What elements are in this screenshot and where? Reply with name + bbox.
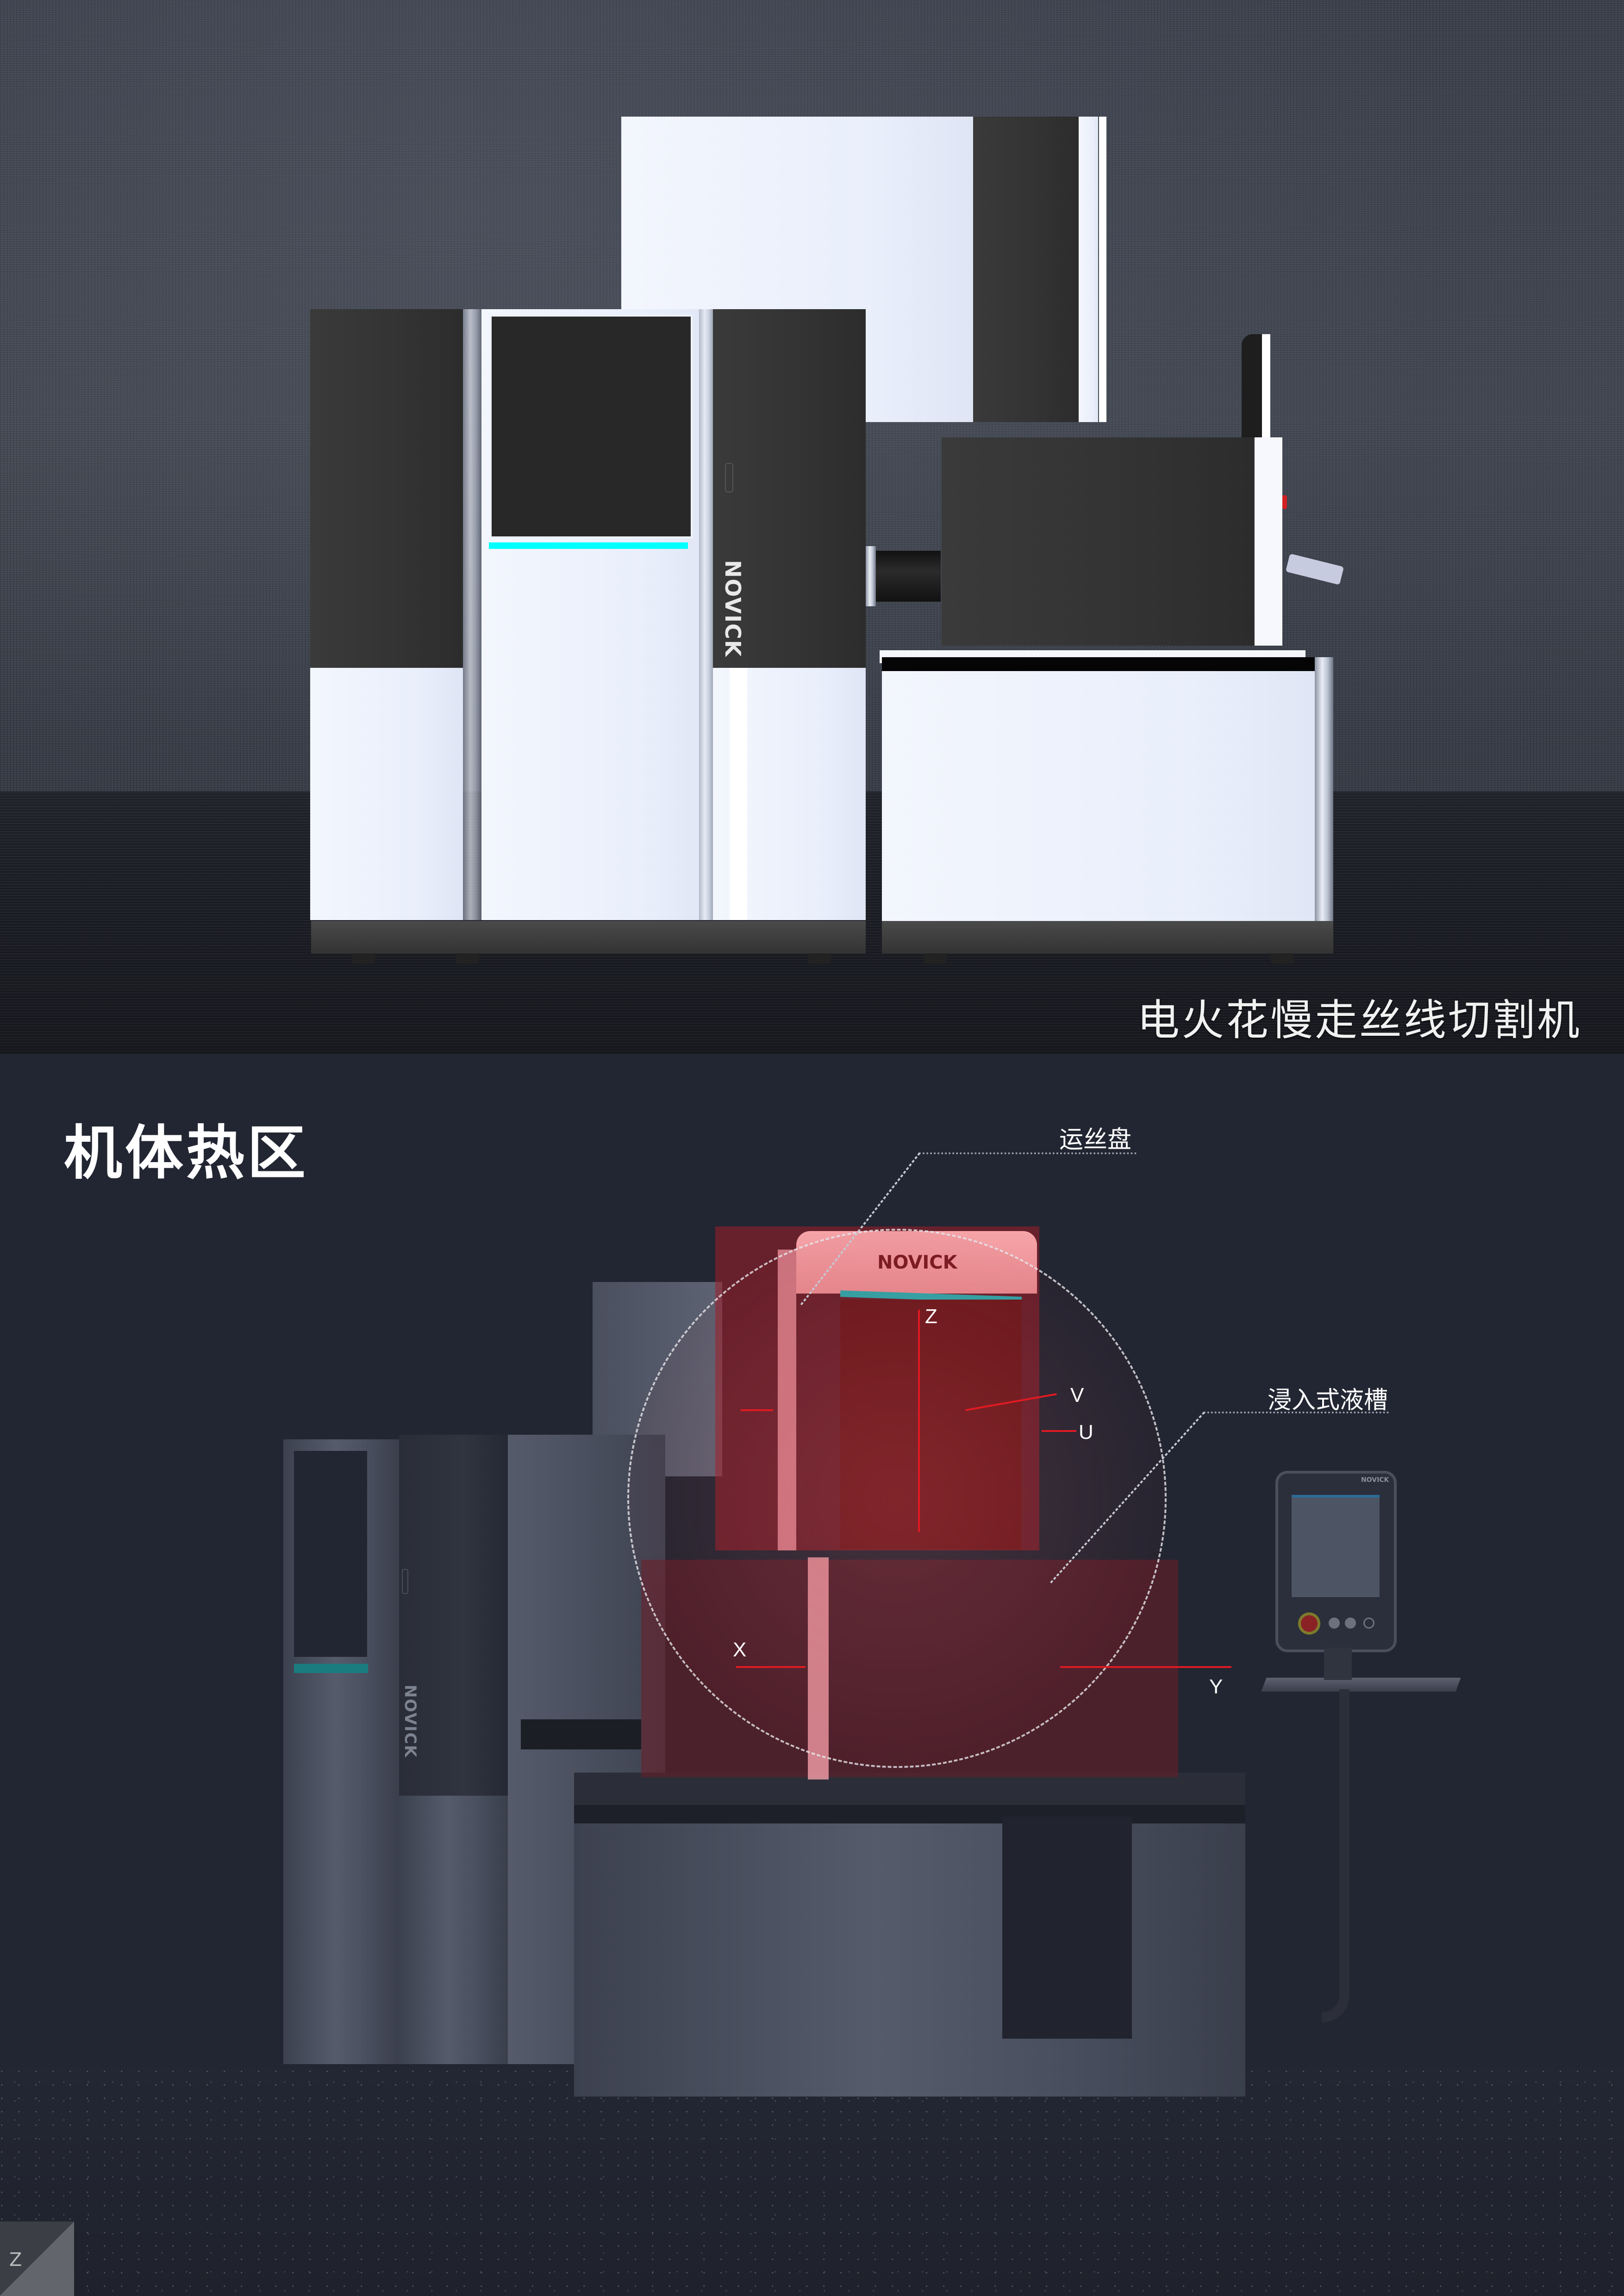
upper-tower-edge: [1079, 117, 1098, 422]
base-band: [574, 1805, 1245, 1823]
tank-corner: [1315, 657, 1333, 921]
foot: [808, 953, 831, 964]
foot: [456, 953, 479, 964]
axis-label-u: U: [1079, 1421, 1093, 1444]
red-indicator-icon: [1282, 495, 1287, 509]
axis-label-x: X: [733, 1638, 747, 1661]
brand-vertical: NOVICK: [720, 560, 745, 658]
y-axis-arrow: [1060, 1666, 1231, 1668]
corner-watermark: Z: [0, 2221, 74, 2296]
upper-tower-rim: [1099, 117, 1106, 422]
cyan-led-bar: [489, 542, 688, 549]
door-window: [490, 315, 693, 538]
axis-label-y: Y: [1209, 1675, 1223, 1698]
left-cabinet-bottom: [310, 668, 463, 920]
teal-accent-strip: [294, 1664, 368, 1673]
watermark-glyph: Z: [9, 2249, 22, 2271]
left-cabinet-top: [310, 309, 463, 668]
axis-label-z: Z: [925, 1305, 937, 1328]
side-brand: NOVICK: [401, 1685, 419, 1758]
right-column-highlight: [730, 668, 747, 920]
tank-rim-black: [882, 657, 1326, 671]
callout-leader-line: [1204, 1412, 1389, 1413]
right-plinth: [882, 921, 1333, 953]
console-arm-cable: [1322, 1689, 1349, 2022]
door-seam: [699, 309, 713, 920]
right-column-top: [713, 309, 866, 668]
console-screen: [1292, 1495, 1380, 1597]
dark-column-base: [399, 1796, 508, 2064]
highlight-circle: [627, 1229, 1167, 1768]
foot: [1271, 953, 1294, 964]
door-handle-icon: [725, 463, 733, 492]
wire-box: [942, 437, 1254, 646]
side-console-arm: [1285, 554, 1344, 585]
hero-section: NOVICK 电火花慢走丝线切割机: [0, 0, 1624, 1054]
door-handle-icon: [402, 1569, 408, 1594]
connector-pipe: [867, 551, 941, 602]
console-brand: NOVICK: [1361, 1476, 1389, 1484]
base-body: [574, 1823, 1245, 2097]
console-button-icon: [1345, 1618, 1356, 1629]
foot: [352, 953, 375, 964]
u-axis-arrow: [1042, 1430, 1076, 1432]
left-cabinet-window: [294, 1451, 367, 1657]
console-mount: [1324, 1648, 1352, 1680]
z-axis-arrow: [918, 1310, 920, 1532]
product-title: 电火花慢走丝线切割机: [1137, 996, 1581, 1045]
console-tray: [1261, 1678, 1461, 1692]
upper-tower-dark-strip: [973, 117, 1079, 422]
wire-guide: [1242, 334, 1262, 437]
wire-box-edge: [1255, 437, 1282, 646]
key-switch-icon: [1363, 1618, 1374, 1629]
callout-wire-spool: 运丝盘: [1059, 1126, 1132, 1154]
emergency-stop-icon: [1301, 1615, 1318, 1632]
brand-vertical-wrap: NOVICK: [720, 560, 749, 666]
base-lip: [574, 1773, 1245, 1810]
left-plinth: [311, 921, 866, 953]
w-axis-arrow: [741, 1409, 773, 1411]
dark-column-3d: [399, 1435, 508, 1796]
wire-arm: [1262, 334, 1270, 437]
pipe-flange: [866, 546, 876, 606]
callout-leader-line: [919, 1152, 1137, 1154]
left-cabinet-seam: [463, 309, 481, 920]
mid-slot: [521, 1719, 641, 1749]
base-recess: [1002, 1817, 1132, 2039]
callout-immersion-tank: 浸入式液槽: [1268, 1387, 1388, 1414]
foot: [924, 953, 947, 964]
axis-label-v: V: [1070, 1384, 1084, 1406]
speckled-floor: [0, 2069, 1624, 2296]
x-axis-arrow: [736, 1666, 806, 1668]
side-brand-wrap: NOVICK: [401, 1685, 424, 1768]
console-button-icon: [1329, 1618, 1340, 1629]
section-title: 机体热区: [64, 1119, 308, 1187]
tank-body: [882, 671, 1326, 921]
